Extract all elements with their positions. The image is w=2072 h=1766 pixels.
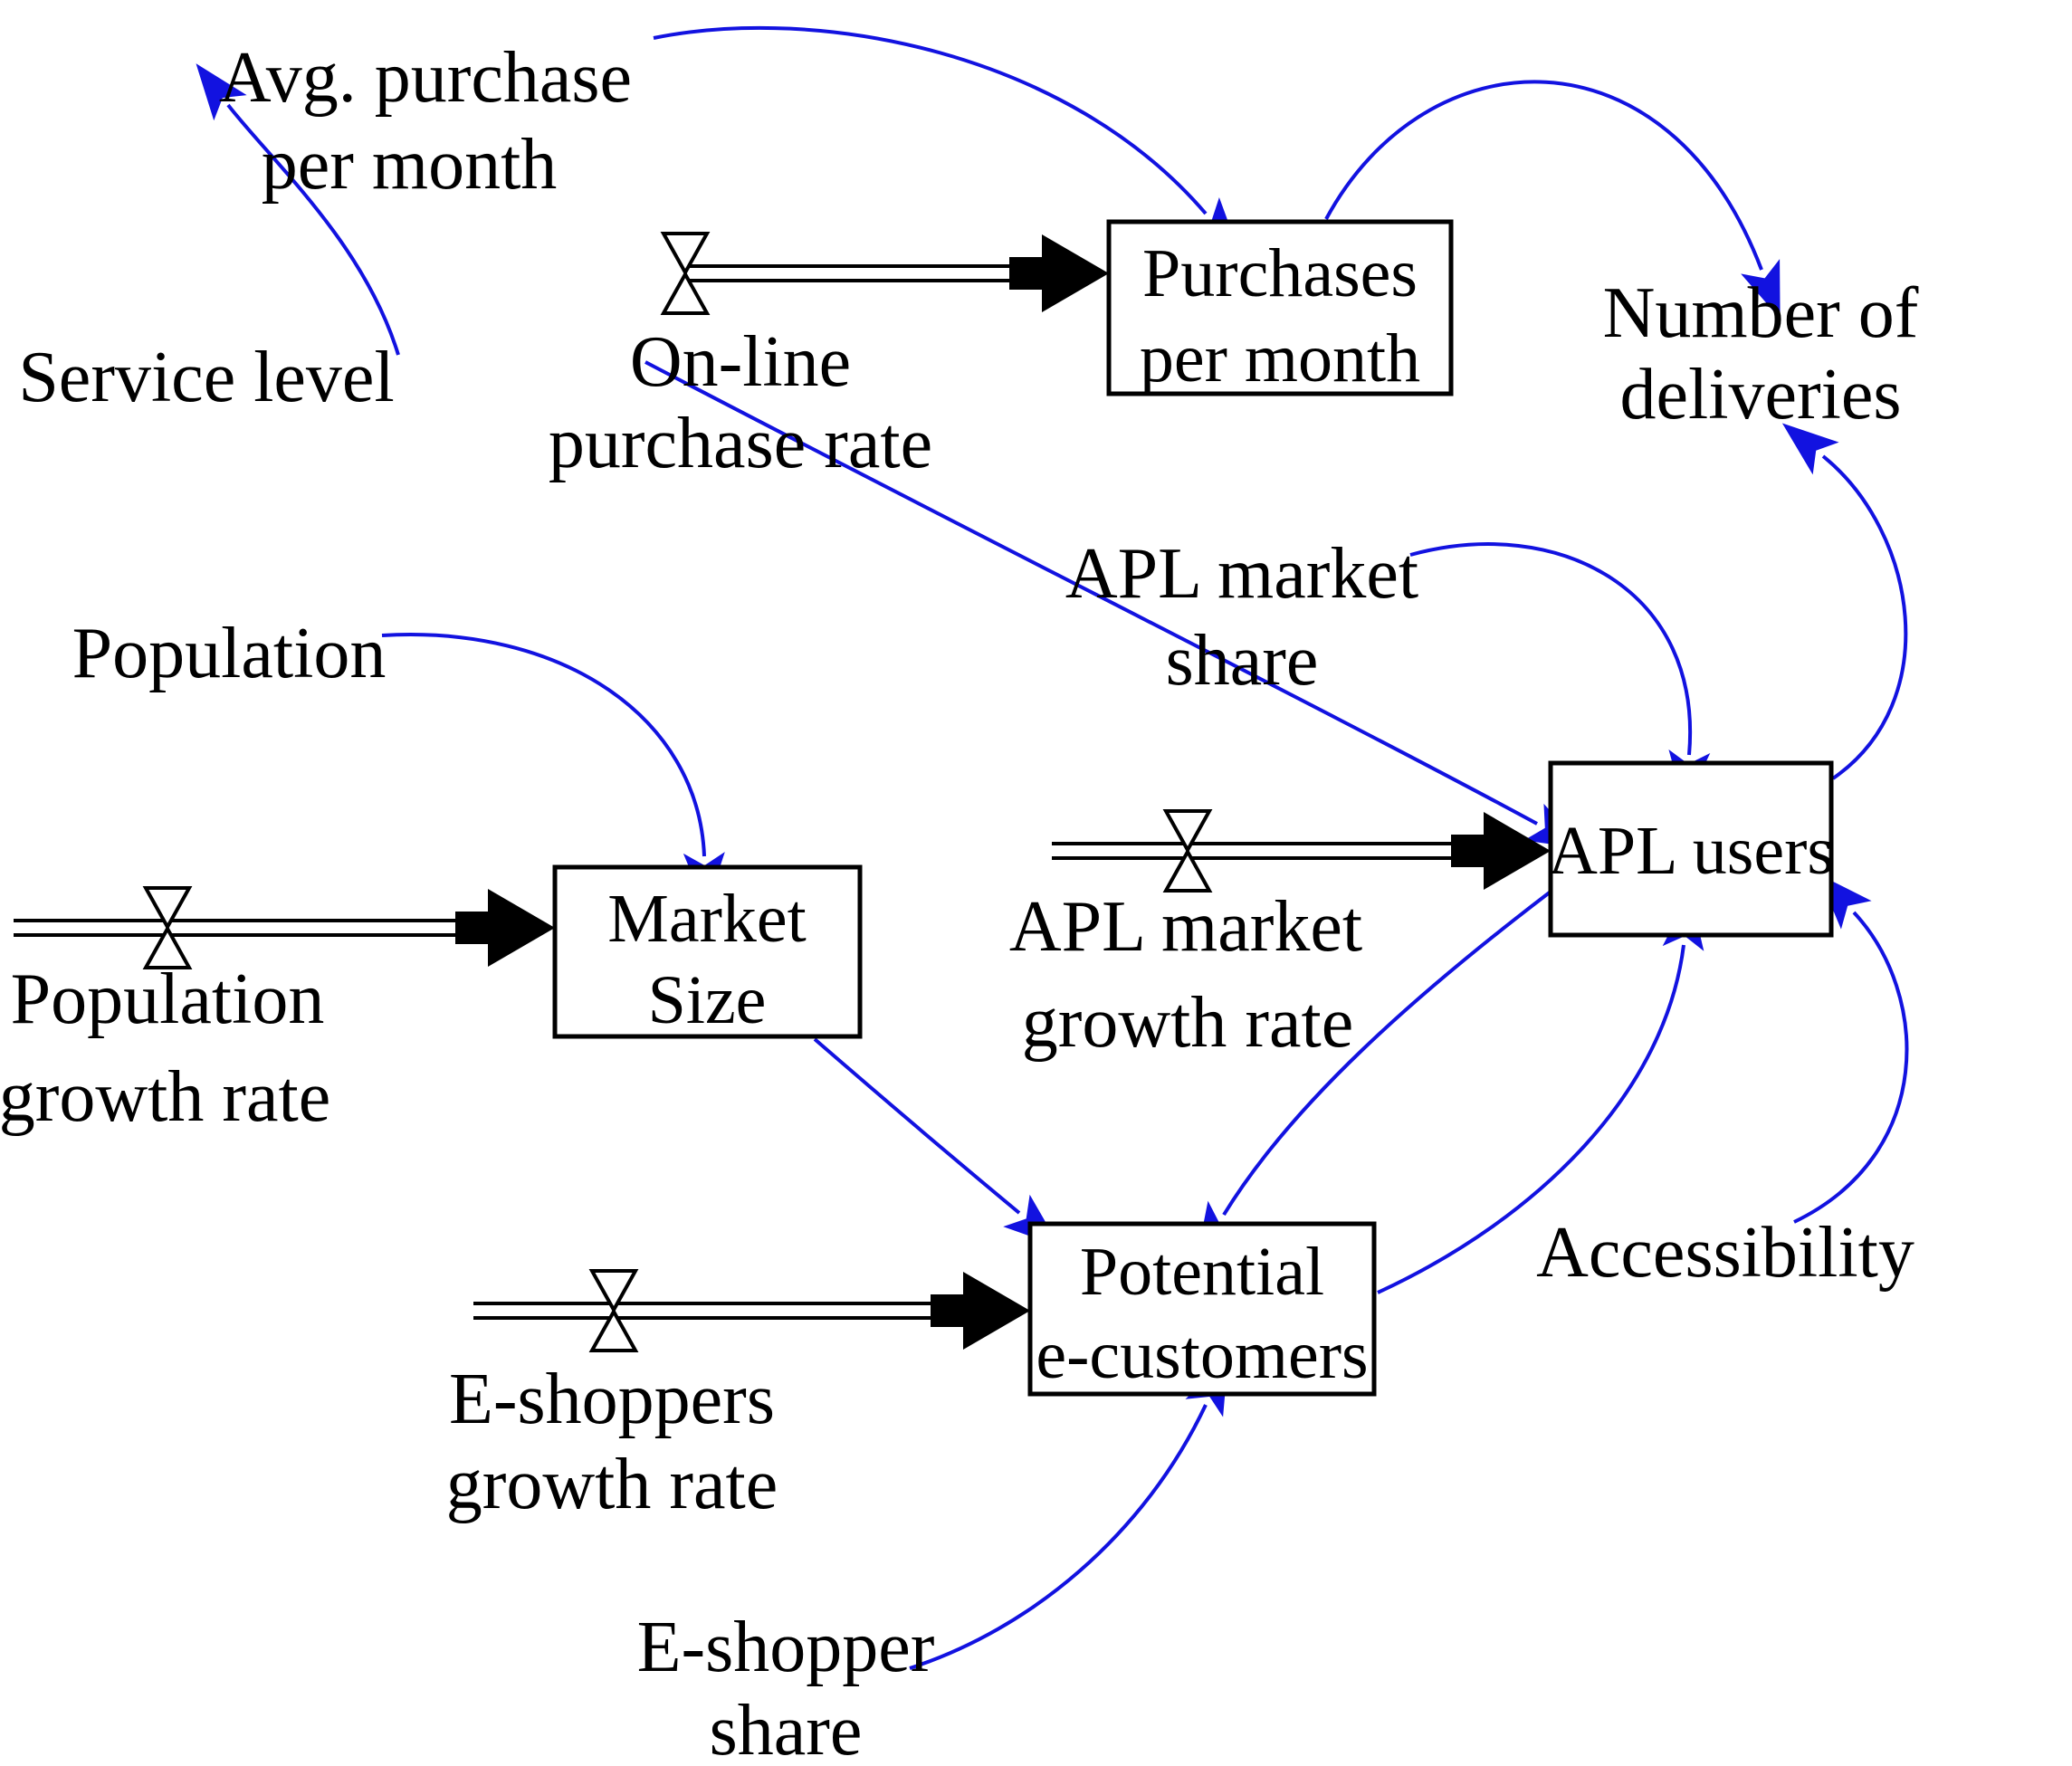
flow-label-online-purchase-rate: On-line purchase rate — [549, 322, 932, 483]
stock-label: per month — [1140, 320, 1420, 396]
flow-pipe-online-purchase-rate — [662, 232, 1109, 315]
flow-rate-label: growth rate — [0, 1057, 330, 1137]
variable-label: Accessibility — [1536, 1213, 1914, 1293]
stock-label: Size — [648, 962, 767, 1038]
variable-label: Number of — [1603, 273, 1919, 353]
variable-apl-market-share: APL market share — [1065, 534, 1418, 701]
variable-e-shopper-share: E-shopper share — [637, 1608, 935, 1766]
influence-arrow-service-level-to-avg-purchase — [196, 63, 400, 356]
flow-pipe-population-growth-rate — [14, 886, 555, 969]
influence-arrow-apl-users-to-potential-e-customers — [1196, 890, 1552, 1260]
variable-label: APL market — [1065, 534, 1418, 614]
flow-rate-label: On-line — [630, 322, 851, 402]
influence-arrow-e-shopper-share-to-potential-e-customers — [909, 1357, 1228, 1670]
stock-label: e-customers — [1036, 1317, 1368, 1393]
flow-pipe-e-shoppers-growth-rate — [473, 1269, 1030, 1352]
influence-arrow-service-level-to-apl-users — [645, 360, 1584, 849]
variable-label: share — [710, 1691, 863, 1766]
influence-arrow-avg-purchase-to-purchases-per-month — [653, 25, 1240, 254]
variable-population: Population — [72, 614, 387, 693]
stock-label: APL users — [1548, 813, 1834, 889]
flow-rate-label: Population — [11, 959, 325, 1039]
influence-arrow-apl-market-share-to-apl-users — [1409, 542, 1711, 807]
influence-arrow-apl-users-to-number-of-deliveries — [1781, 423, 1908, 780]
influence-arrow-market-size-to-potential-e-customers — [813, 1037, 1060, 1247]
flow-rate-label: growth rate — [1022, 983, 1354, 1063]
stock-label: Purchases — [1142, 235, 1418, 311]
variable-label: Population — [72, 614, 387, 693]
variable-label: Service level — [18, 338, 394, 417]
flow-label-apl-market-growth-rate: APL market growth rate — [1009, 887, 1362, 1063]
flow-rate-label: APL market — [1009, 887, 1362, 967]
influence-arrow-purchases-per-month-to-number-of-deliveries — [1324, 80, 1781, 320]
variable-accessibility: Accessibility — [1536, 1213, 1914, 1293]
variable-label: deliveries — [1620, 355, 1902, 434]
stock-label: Potential — [1080, 1234, 1324, 1310]
flow-rate-label: purchase rate — [549, 404, 932, 483]
variable-label: share — [1166, 621, 1319, 701]
variable-number-of-deliveries: Number of deliveries — [1603, 273, 1919, 434]
flow-label-e-shoppers-growth-rate: E-shoppers growth rate — [446, 1360, 778, 1524]
influence-arrow-potential-e-customers-to-apl-users — [1377, 893, 1704, 1294]
influence-arrow-population-to-market-size — [381, 633, 725, 909]
flow-rate-label: growth rate — [446, 1445, 778, 1524]
stock-potential-e-customers: Potential e-customers — [1027, 1221, 1377, 1397]
stock-apl-users: APL users — [1548, 760, 1834, 938]
influence-arrow-accessibility-to-apl-users — [1793, 873, 1909, 1224]
flow-label-population-growth-rate: Population growth rate — [0, 959, 330, 1137]
variable-label: Avg. purchase — [219, 38, 632, 118]
stock-label: Market — [607, 881, 806, 957]
stock-market-size: Market Size — [552, 864, 863, 1039]
variable-avg-purchase-per-month: Avg. purchase per month — [219, 38, 632, 205]
variable-label: E-shopper — [637, 1608, 935, 1687]
flow-rate-label: E-shoppers — [449, 1360, 775, 1439]
variable-service-level: Service level — [18, 338, 394, 417]
variable-label: per month — [262, 125, 558, 205]
flow-pipe-apl-market-growth-rate — [1052, 809, 1551, 893]
stock-purchases-per-month: Purchases per month — [1106, 219, 1454, 396]
